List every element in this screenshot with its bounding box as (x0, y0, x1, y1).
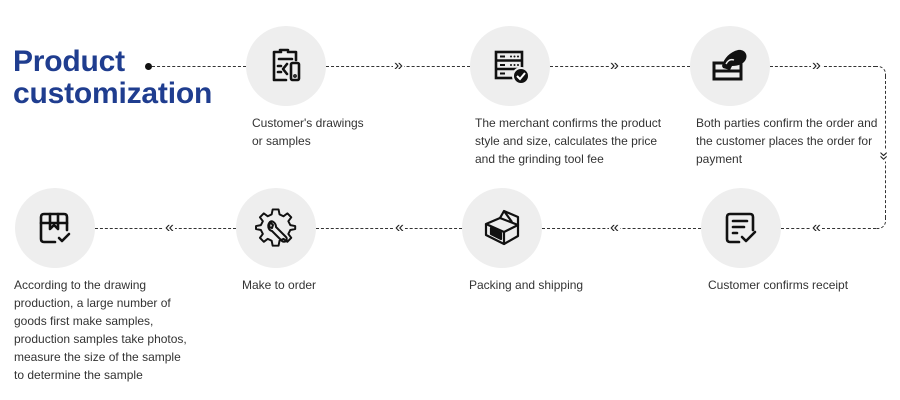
connector-line (781, 228, 876, 229)
connector-corner (875, 66, 886, 77)
step-4-text: Customer confirms receipt (708, 278, 849, 292)
step-2-text: The merchant confirms the product style … (475, 116, 662, 166)
step-1-text: Customer's drawings or samples (252, 116, 364, 148)
step-5-text: Packing and shipping (469, 278, 584, 292)
hand-payment-card-icon (712, 49, 747, 81)
arrow-left-icon: « (811, 219, 822, 236)
step-6-text: Make to order (242, 278, 317, 292)
connector-line (885, 76, 886, 218)
connector-line (152, 66, 246, 67)
package-check-icon (39, 212, 71, 244)
step-3-circle (690, 26, 770, 106)
connector-line (770, 66, 876, 67)
step-4-circle (701, 188, 781, 268)
connector-line (550, 66, 690, 67)
page-title: Product customization (13, 46, 212, 110)
gear-wrench-icon (255, 208, 297, 247)
title-line-1: Product (13, 45, 125, 78)
step-7-circle (15, 188, 95, 268)
server-check-icon (494, 50, 530, 85)
title-line-2: customization (13, 77, 213, 110)
step-7-text: According to the drawing production, a l… (14, 278, 187, 382)
step-3-text: Both parties confirm the order and the c… (696, 116, 878, 166)
arrow-right-icon: » (393, 57, 404, 74)
arrow-right-icon: » (811, 57, 822, 74)
arrow-right-icon: » (609, 57, 620, 74)
connector-line (316, 228, 462, 229)
drawing-document-icon (272, 48, 301, 82)
step-1-circle (246, 26, 326, 106)
step-2-circle (470, 26, 550, 106)
document-check-icon (725, 212, 757, 244)
arrow-left-icon: « (394, 219, 405, 236)
open-box-icon (484, 209, 520, 246)
arrow-left-icon: « (609, 219, 620, 236)
connector-corner (875, 218, 886, 229)
connector-line (542, 228, 701, 229)
start-dot (145, 63, 152, 70)
arrow-left-icon: « (164, 219, 175, 236)
step-6-circle (236, 188, 316, 268)
step-5-circle (462, 188, 542, 268)
